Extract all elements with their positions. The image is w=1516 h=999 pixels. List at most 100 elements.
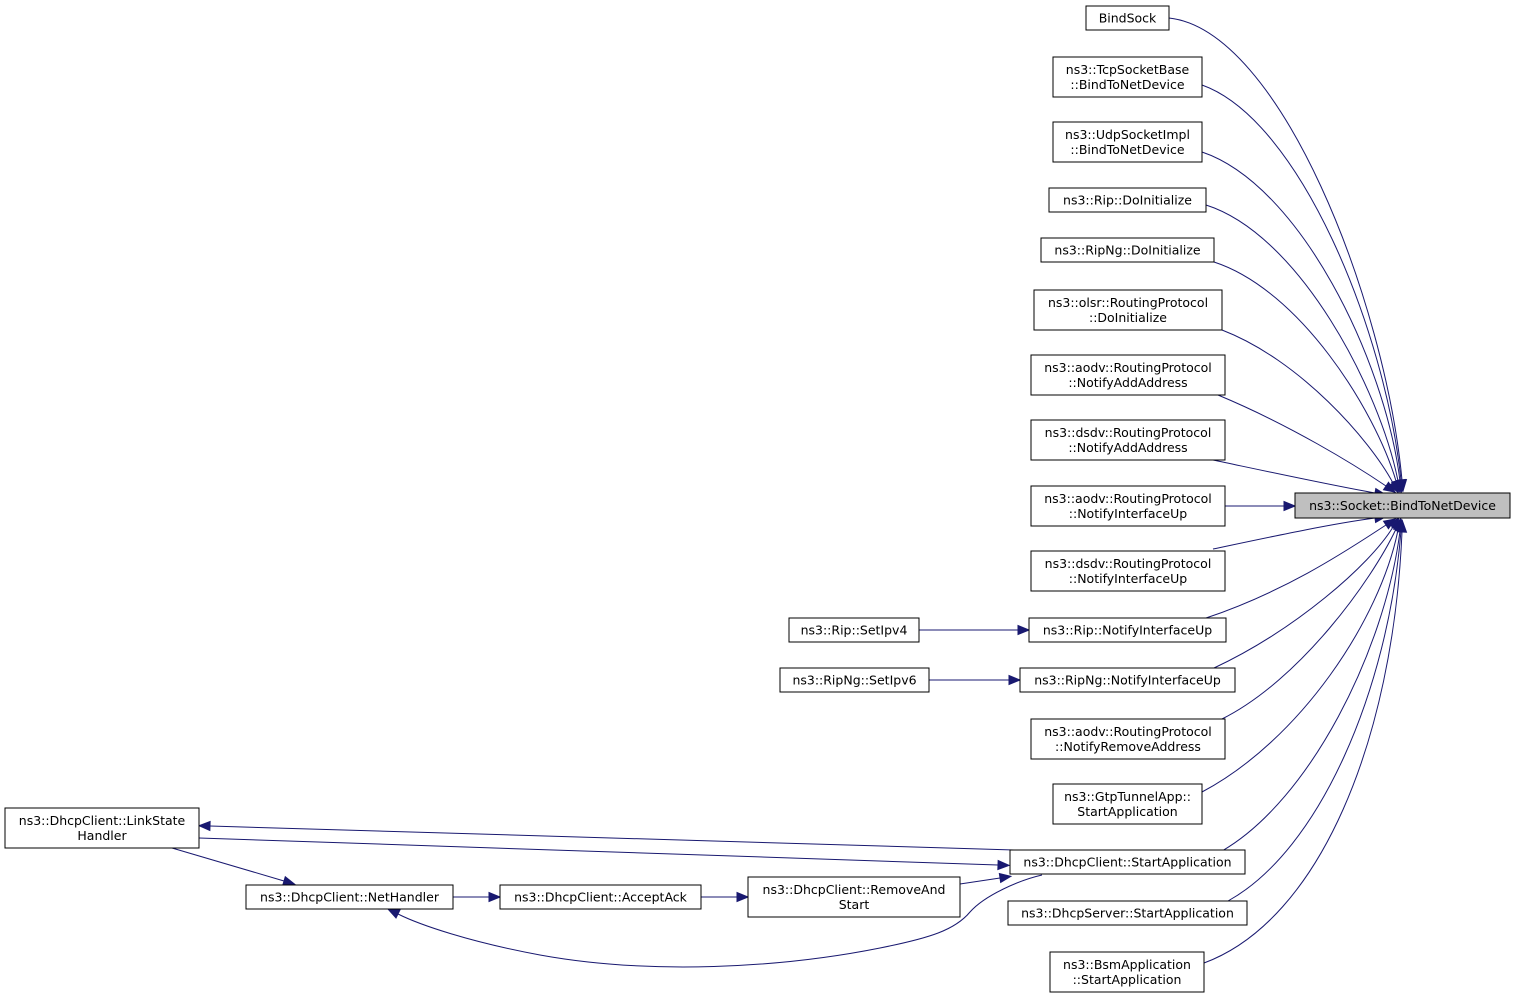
arrowhead — [997, 859, 1011, 871]
node-label: ns3::DhcpServer::StartApplication — [1021, 906, 1234, 921]
node-tcp[interactable]: ns3::TcpSocketBase::BindToNetDevice — [1052, 56, 1203, 98]
node-label: ns3::Rip::DoInitialize — [1063, 193, 1192, 208]
node-ripng-setipv6[interactable]: ns3::RipNg::SetIpv6 — [779, 667, 930, 693]
edge-rip_up-to-target — [1205, 518, 1397, 619]
node-box — [1019, 667, 1236, 693]
node-label: ::NotifyAddAddress — [1068, 375, 1187, 390]
node-box — [1040, 237, 1215, 263]
node-aodv-rem[interactable]: ns3::aodv::RoutingProtocol::NotifyRemove… — [1030, 718, 1226, 760]
node-aodv-add[interactable]: ns3::aodv::RoutingProtocol::NotifyAddAdd… — [1030, 354, 1226, 396]
node-label: ::NotifyAddAddress — [1068, 440, 1187, 455]
node-box — [747, 876, 961, 918]
node-ripng-up[interactable]: ns3::RipNg::NotifyInterfaceUp — [1019, 667, 1236, 693]
node-dhcps-start[interactable]: ns3::DhcpServer::StartApplication — [1007, 900, 1248, 926]
node-rip-init[interactable]: ns3::Rip::DoInitialize — [1048, 187, 1207, 213]
node-label: ::NotifyInterfaceUp — [1069, 506, 1187, 521]
node-rip-up[interactable]: ns3::Rip::NotifyInterfaceUp — [1028, 617, 1227, 643]
node-aodv-up[interactable]: ns3::aodv::RoutingProtocol::NotifyInterf… — [1030, 485, 1226, 527]
edge-gtp-to-target — [1201, 517, 1404, 793]
node-label: ns3::TcpSocketBase — [1066, 62, 1190, 77]
edge-udp-to-target — [1201, 151, 1406, 494]
edge-aodv_add-to-target — [1217, 394, 1397, 493]
node-box — [1049, 951, 1205, 993]
arrowhead — [1396, 519, 1408, 533]
node-label: ns3::UdpSocketImpl — [1065, 127, 1190, 142]
node-label: ns3::RipNg::DoInitialize — [1054, 243, 1201, 258]
node-label: ns3::aodv::RoutingProtocol — [1044, 724, 1212, 739]
node-udp[interactable]: ns3::UdpSocketImpl::BindToNetDevice — [1052, 121, 1203, 163]
node-box — [1085, 5, 1170, 31]
node-label: ns3::DhcpClient::StartApplication — [1023, 855, 1231, 870]
node-dhcpc-start[interactable]: ns3::DhcpClient::StartApplication — [1009, 849, 1246, 875]
node-label: ns3::RipNg::NotifyInterfaceUp — [1034, 673, 1221, 688]
arrowhead — [1388, 480, 1399, 494]
node-label: ::StartApplication — [1073, 972, 1182, 987]
edge-aodv_up-to-target — [1225, 500, 1297, 512]
node-box — [1009, 849, 1246, 875]
node-box — [499, 884, 702, 910]
arrowhead — [1283, 500, 1297, 512]
edge-dsdv_up-to-target — [1212, 512, 1388, 550]
node-box — [779, 667, 930, 693]
arrowhead — [998, 872, 1013, 884]
node-label: ns3::dsdv::RoutingProtocol — [1045, 425, 1212, 440]
node-nethandler[interactable]: ns3::DhcpClient::NetHandler — [245, 884, 454, 910]
node-label: BindSock — [1099, 11, 1157, 26]
node-box — [1052, 56, 1203, 98]
node-box — [1030, 718, 1226, 760]
node-bsm[interactable]: ns3::BsmApplication::StartApplication — [1049, 951, 1205, 993]
node-label: ns3::DhcpClient::RemoveAnd — [763, 882, 946, 897]
node-box — [1030, 485, 1226, 527]
node-label: ::DoInitialize — [1089, 310, 1167, 325]
node-label: ns3::DhcpClient::AcceptAck — [514, 890, 688, 905]
edge-dhcpc_start-to-nethandler — [386, 874, 1043, 968]
node-label: ns3::olsr::RoutingProtocol — [1048, 295, 1208, 310]
node-ripng-init[interactable]: ns3::RipNg::DoInitialize — [1040, 237, 1215, 263]
node-label: ::NotifyInterfaceUp — [1069, 571, 1187, 586]
arrowhead — [386, 908, 401, 919]
edge-ripng_init-to-target — [1213, 261, 1401, 493]
node-label: StartApplication — [1077, 804, 1177, 819]
edge-linkstate-to-dhcpc_start — [198, 837, 1011, 871]
node-label: ns3::DhcpClient::NetHandler — [260, 890, 440, 905]
node-bindsock[interactable]: BindSock — [1085, 5, 1170, 31]
node-dsdv-up[interactable]: ns3::dsdv::RoutingProtocol::NotifyInterf… — [1030, 550, 1226, 592]
node-box — [1294, 492, 1511, 519]
node-label: ns3::Socket::BindToNetDevice — [1309, 498, 1496, 513]
arrowhead — [1017, 624, 1031, 636]
node-label: ::NotifyRemoveAddress — [1055, 739, 1201, 754]
arrowhead — [736, 891, 750, 903]
node-dsdv-add[interactable]: ns3::dsdv::RoutingProtocol::NotifyAddAdd… — [1030, 419, 1226, 461]
node-box — [1030, 419, 1226, 461]
node-acceptack[interactable]: ns3::DhcpClient::AcceptAck — [499, 884, 702, 910]
node-label: ::BindToNetDevice — [1070, 77, 1184, 92]
arrowhead — [197, 820, 211, 832]
nodes-layer: ns3::Socket::BindToNetDevice BindSockns3:… — [4, 5, 1511, 993]
node-label: ns3::Rip::NotifyInterfaceUp — [1043, 623, 1212, 638]
arrowhead — [1382, 481, 1397, 493]
node-box — [1052, 121, 1203, 163]
edge-aodv_rem-to-target — [1221, 517, 1402, 720]
node-olsr-init[interactable]: ns3::olsr::RoutingProtocol::DoInitialize — [1033, 289, 1223, 331]
node-label: ns3::DhcpClient::LinkState — [19, 813, 186, 828]
node-box — [1052, 783, 1203, 825]
node-box — [1030, 354, 1226, 396]
node-label: ns3::aodv::RoutingProtocol — [1044, 360, 1212, 375]
node-gtp[interactable]: ns3::GtpTunnelApp::StartApplication — [1052, 783, 1203, 825]
edge-nethandler-to-acceptack — [453, 891, 502, 903]
edge-dhcps_start-to-target — [1227, 518, 1407, 902]
arrowhead — [1008, 674, 1022, 686]
node-label: Start — [839, 897, 870, 912]
node-label: ns3::BsmApplication — [1063, 957, 1191, 972]
node-box — [788, 617, 920, 643]
node-rip-setipv4[interactable]: ns3::Rip::SetIpv4 — [788, 617, 920, 643]
node-box — [1007, 900, 1248, 926]
edge-rip_setipv4-to-rip_up — [919, 624, 1031, 636]
node-target[interactable]: ns3::Socket::BindToNetDevice — [1294, 492, 1511, 519]
edge-dhcpc_start-to-linkstate — [197, 820, 1015, 851]
edge-olsr_init-to-target — [1221, 329, 1399, 494]
node-box — [1030, 550, 1226, 592]
